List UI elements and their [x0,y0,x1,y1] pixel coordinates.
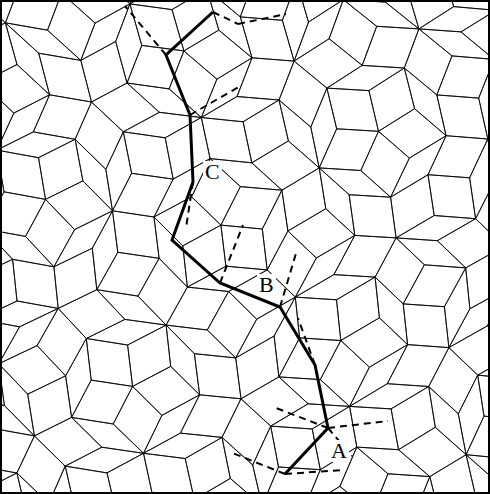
solid-path [166,12,328,474]
point-label: A [329,440,349,462]
dashed-edges [125,6,388,474]
point-label: C [203,161,222,183]
point-label: B [257,274,276,296]
